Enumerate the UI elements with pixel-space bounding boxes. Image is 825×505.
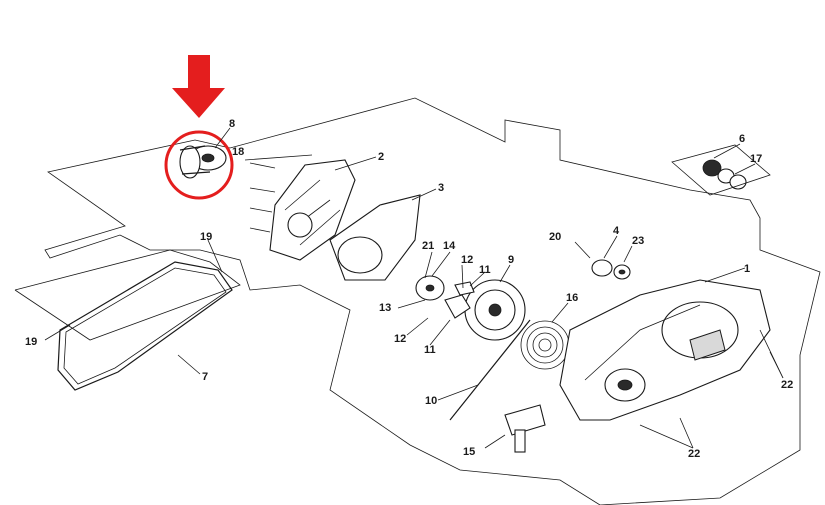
callout-12a: 12 — [461, 254, 473, 266]
part-7-outer-gasket — [57, 261, 233, 391]
part-2-cover-plate — [269, 159, 356, 261]
callout-7: 7 — [202, 371, 208, 383]
circle-highlight — [164, 130, 234, 200]
gasket-outline — [14, 249, 241, 341]
callout-1: 1 — [744, 263, 750, 275]
callout-17: 17 — [750, 153, 762, 165]
part-9-pulley — [464, 279, 526, 341]
callout-4: 4 — [613, 225, 620, 237]
callout-10: 10 — [425, 395, 437, 407]
callout-16: 16 — [566, 292, 578, 304]
part-17-seal — [717, 168, 747, 190]
callout-22b: 22 — [688, 448, 700, 460]
screws-18 — [244, 154, 313, 233]
part-23-bearing — [613, 264, 631, 280]
part-16-spring — [520, 320, 570, 370]
assembly-outline — [44, 97, 821, 505]
callout-22a: 22 — [781, 379, 793, 391]
callout-19b: 19 — [25, 336, 37, 348]
callout-6: 6 — [739, 133, 745, 145]
callout-12b: 12 — [394, 333, 406, 345]
callout-23: 23 — [632, 235, 644, 247]
down-arrow-icon — [172, 55, 225, 118]
callout-13: 13 — [379, 302, 391, 314]
callout-labels: 1 2 3 4 6 7 8 9 10 11 11 12 12 13 14 15 … — [25, 118, 793, 460]
leader-lines — [44, 127, 784, 449]
callout-20: 20 — [549, 231, 561, 243]
part-15-handle — [504, 404, 546, 453]
part-3-gasket — [329, 194, 421, 281]
callout-8: 8 — [229, 118, 235, 130]
part-4-oring — [591, 259, 613, 277]
callout-2: 2 — [378, 151, 384, 163]
part-10-rope — [449, 319, 531, 421]
callout-11a: 11 — [479, 264, 491, 276]
callout-11b: 11 — [424, 344, 436, 356]
part-6-bearing — [702, 159, 722, 177]
callout-21: 21 — [422, 240, 434, 252]
callout-15: 15 — [463, 446, 475, 458]
callout-3: 3 — [438, 182, 444, 194]
part-8-intake-boot — [179, 145, 227, 179]
callout-14: 14 — [443, 240, 456, 252]
part-14-ratchet — [415, 275, 445, 301]
part-1-crankcase-cover — [559, 279, 771, 421]
callout-19a: 19 — [200, 231, 212, 243]
part-11-pawl — [444, 281, 475, 319]
callout-18: 18 — [232, 146, 244, 158]
callout-9: 9 — [508, 254, 514, 266]
part-6-frame — [671, 144, 771, 196]
